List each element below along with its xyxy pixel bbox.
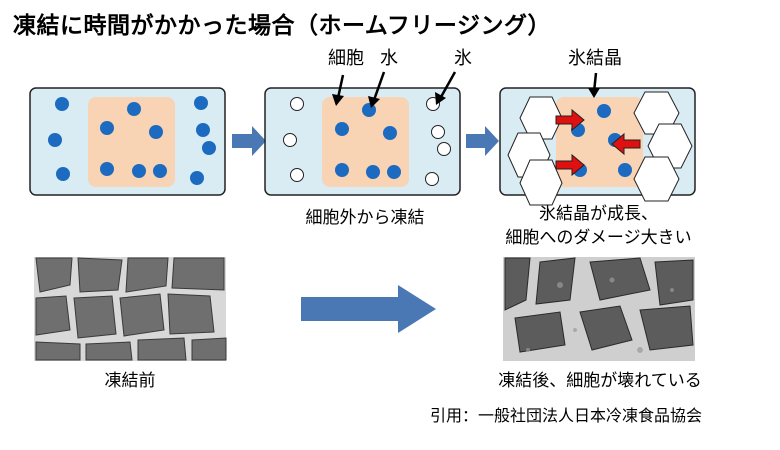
panel-1-initial <box>29 87 226 196</box>
water-dot <box>55 97 69 111</box>
label-water: 水 <box>380 48 398 69</box>
ice-dot <box>425 172 439 186</box>
panel-3-ice-growth <box>499 87 696 206</box>
water-dot <box>190 171 204 185</box>
ice-dot <box>290 168 304 182</box>
process-arrow-1 <box>232 126 266 156</box>
caption-photo-before: 凍結前 <box>104 371 156 391</box>
ice-growth-arrows <box>555 108 641 177</box>
label-pointers <box>332 71 457 108</box>
water-dot <box>100 121 114 135</box>
water-dot <box>48 133 62 147</box>
water-dot <box>196 123 210 137</box>
water-dot <box>335 122 349 136</box>
ice-dot <box>290 97 304 111</box>
label-ice: 氷 <box>454 48 472 69</box>
caption-panel-2: 細胞外から凍結 <box>305 208 425 228</box>
water-dot <box>618 163 632 177</box>
water-dot <box>153 164 167 178</box>
water-dot <box>127 102 141 116</box>
water-dot <box>202 141 216 155</box>
ice-dot <box>431 125 445 139</box>
water-dot <box>132 164 146 178</box>
label-cell: 細胞 <box>328 48 364 69</box>
caption-panel-3-line1: 氷結晶が成長、 <box>539 204 658 224</box>
ice-crystals <box>507 91 693 206</box>
water-dot <box>100 162 114 176</box>
water-dot <box>383 126 397 140</box>
caption-panel-3-line2: 細胞へのダメージ大きい <box>505 228 692 248</box>
ice-dot <box>283 133 297 147</box>
photo-transition-arrow <box>301 285 436 333</box>
page-title: 凍結に時間がかかった場合（ホームフリージング） <box>13 13 551 39</box>
water-dot <box>335 163 349 177</box>
photo-after-freezing <box>503 257 695 361</box>
water-dot <box>597 104 611 118</box>
water-dot <box>149 125 163 139</box>
label-ice-crystal: 氷結晶 <box>568 48 622 69</box>
water-dot <box>194 96 208 110</box>
panel-2-extracellular-freezing <box>264 87 461 196</box>
water-dot <box>56 167 70 181</box>
caption-photo-after: 凍結後、細胞が壊れている <box>498 371 702 391</box>
ice-dot <box>437 142 451 156</box>
water-dot <box>366 165 380 179</box>
photo-before-freezing <box>34 257 227 361</box>
citation: 引用：一般社団法人日本冷凍食品協会 <box>430 406 703 425</box>
process-arrow-2 <box>466 126 499 156</box>
water-dot <box>387 165 401 179</box>
